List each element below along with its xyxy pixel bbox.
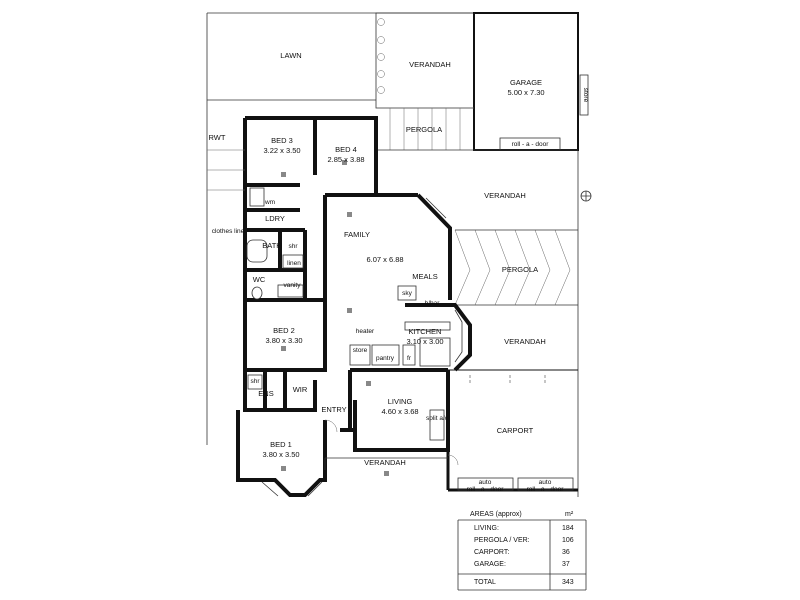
shrub-row	[377, 18, 385, 94]
bathtub	[246, 239, 268, 263]
split-ac-label: split a/c	[426, 415, 449, 422]
ensuite-shower-label: shr	[250, 378, 260, 385]
family-dims-label: 6.07 x 6.88	[366, 255, 403, 264]
areas-row-value: 184	[562, 525, 574, 532]
areas-row-label: GARAGE:	[474, 561, 506, 568]
bed2-dims-label: 3.80 x 3.30	[265, 336, 302, 345]
linen-cupboard	[282, 254, 304, 269]
right-zone	[376, 149, 592, 492]
pantry-label: pantry	[376, 355, 395, 362]
kitchen-bench	[419, 337, 451, 367]
bath-label: BATH	[262, 241, 281, 250]
garage-roll-door-label: roll - a - door	[512, 141, 550, 148]
vanity-unit	[277, 284, 304, 298]
store-side-label: store	[582, 88, 589, 103]
bed3-label: BED 3	[271, 136, 293, 145]
house-walls	[236, 116, 472, 497]
carport-label: CARPORT	[497, 426, 534, 435]
vanity-label: vanity	[284, 282, 302, 289]
areas-row-label: PERGOLA / VER:	[474, 537, 530, 544]
garage-label: GARAGE	[510, 78, 542, 87]
bed2-label: BED 2	[273, 326, 295, 335]
linen-label: linen	[287, 260, 301, 267]
clothes-line-label: clothes line	[212, 228, 245, 235]
areas-row-value: 106	[562, 537, 574, 544]
bed4-label: BED 4	[335, 145, 357, 154]
pergola-top-label: PERGOLA	[406, 125, 442, 134]
bed4-dims-label: 2.85 x 3.88	[327, 155, 364, 164]
pantry-cupboard	[371, 344, 400, 366]
meals-label: MEALS	[412, 272, 437, 281]
bed1-dims-label: 3.80 x 3.50	[262, 450, 299, 459]
room-labels: LAWN VERANDAH GARAGE 5.00 x 7.30 store R…	[209, 51, 589, 493]
fixtures	[207, 149, 459, 476]
family-label: FAMILY	[344, 230, 370, 239]
auto-roll-door-2-top: auto	[539, 479, 552, 486]
washing-machine	[249, 187, 265, 207]
bed1-label: BED 1	[270, 440, 292, 449]
areas-row-value: 37	[562, 561, 570, 568]
auto-roll-door-1-top: auto	[479, 479, 492, 486]
store-label: store	[353, 347, 368, 354]
wm-label: wm	[264, 199, 275, 206]
sky-label: sky	[402, 290, 413, 297]
ensuite-shower	[247, 374, 263, 390]
bbar-label: b/bar	[425, 300, 441, 307]
fridge	[402, 344, 416, 366]
wir-label: WIR	[293, 385, 308, 394]
auto-roll-door-2-bottom: roll - a - door	[527, 486, 565, 493]
toilet	[251, 286, 263, 300]
verandah-mid-label: VERANDAH	[504, 337, 546, 346]
verandah-bottom-label: VERANDAH	[364, 458, 406, 467]
areas-row-label: CARPORT:	[474, 549, 509, 556]
heater-label: heater	[356, 328, 375, 335]
fridge-label: fr	[407, 355, 412, 362]
pergola-right-label: PERGOLA	[502, 265, 538, 274]
bath-shower-label: shr	[288, 243, 298, 250]
split-ac-unit	[429, 409, 445, 441]
areas-header-unit: m²	[565, 511, 574, 518]
bed3-dims-label: 3.22 x 3.50	[263, 146, 300, 155]
auto-roll-door-1-bottom: roll - a - door	[467, 486, 505, 493]
kitchen-dims-label: 3.10 x 3.00	[406, 337, 443, 346]
living-dims-label: 4.60 x 3.68	[381, 407, 418, 416]
areas-table: AREAS (approx) m² LIVING: 184 PERGOLA / …	[457, 511, 587, 591]
store-cupboard	[349, 344, 371, 366]
areas-row-value: 36	[562, 549, 570, 556]
ldry-label: LDRY	[265, 214, 285, 223]
skylight	[397, 285, 417, 301]
verandah-right-label: VERANDAH	[484, 191, 526, 200]
areas-total-value: 343	[562, 579, 574, 586]
kitchen-label: KITCHEN	[409, 327, 442, 336]
garage-dims-label: 5.00 x 7.30	[507, 88, 544, 97]
rwt-label: RWT	[209, 133, 226, 142]
wc-label: WC	[253, 275, 266, 284]
breakfast-bar	[404, 321, 451, 331]
lawn-label: LAWN	[280, 51, 301, 60]
entry-label: ENTRY	[321, 405, 346, 414]
areas-row-label: LIVING:	[474, 525, 499, 532]
ens-label: ENS	[258, 389, 273, 398]
verandah-top-label: VERANDAH	[409, 60, 451, 69]
areas-total-label: TOTAL	[474, 579, 496, 586]
areas-header-label: AREAS (approx)	[470, 511, 522, 518]
living-label: LIVING	[388, 397, 413, 406]
